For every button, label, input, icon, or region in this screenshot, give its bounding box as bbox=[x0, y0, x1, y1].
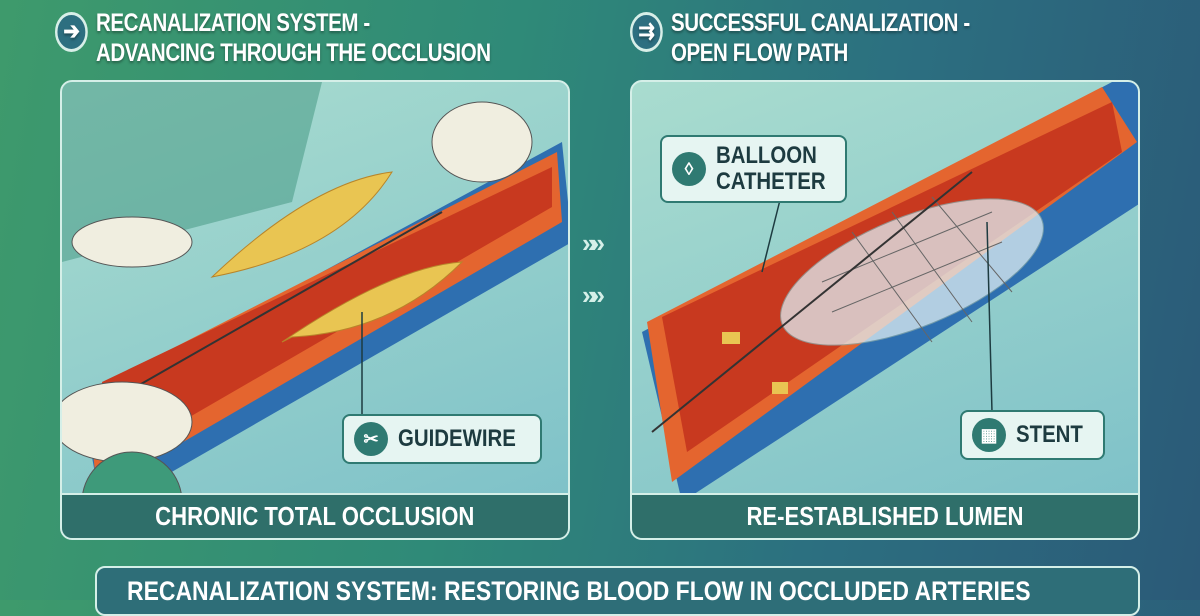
right-title-line2: OPEN FLOW PATH bbox=[671, 39, 848, 67]
left-title-line1: RECANALIZATION SYSTEM - bbox=[96, 9, 370, 37]
left-header: ➔ RECANALIZATION SYSTEM -ADVANCING THROU… bbox=[55, 8, 491, 68]
left-caption: CHRONIC TOTAL OCCLUSION bbox=[62, 493, 568, 538]
occlusion-illustration bbox=[62, 82, 568, 538]
chevron-right-icon: »» bbox=[582, 280, 605, 310]
right-caption: RE-ESTABLISHED LUMEN bbox=[632, 493, 1138, 538]
balloon-icon: ◊ bbox=[672, 152, 706, 186]
stent-label: ▦ STENT bbox=[960, 410, 1105, 460]
guidewire-icon: ✂ bbox=[354, 422, 388, 456]
left-title-line2: ADVANCING THROUGH THE OCCLUSION bbox=[96, 39, 491, 67]
right-header: ⇉ SUCCESSFUL CANALIZATION -OPEN FLOW PAT… bbox=[630, 8, 970, 68]
left-panel: ✂ GUIDEWIRE CHRONIC TOTAL OCCLUSION bbox=[60, 80, 570, 540]
flow-arrows-icon: ⇉ bbox=[630, 12, 663, 52]
guidewire-label: ✂ GUIDEWIRE bbox=[342, 414, 542, 464]
bottom-banner: RECANALIZATION SYSTEM: RESTORING BLOOD F… bbox=[95, 566, 1140, 616]
arrow-right-icon: ➔ bbox=[55, 12, 88, 52]
stent-illustration bbox=[642, 82, 1138, 502]
stent-icon: ▦ bbox=[972, 418, 1006, 452]
right-title-line1: SUCCESSFUL CANALIZATION - bbox=[671, 9, 970, 37]
chevron-right-icon: »» bbox=[582, 228, 605, 258]
